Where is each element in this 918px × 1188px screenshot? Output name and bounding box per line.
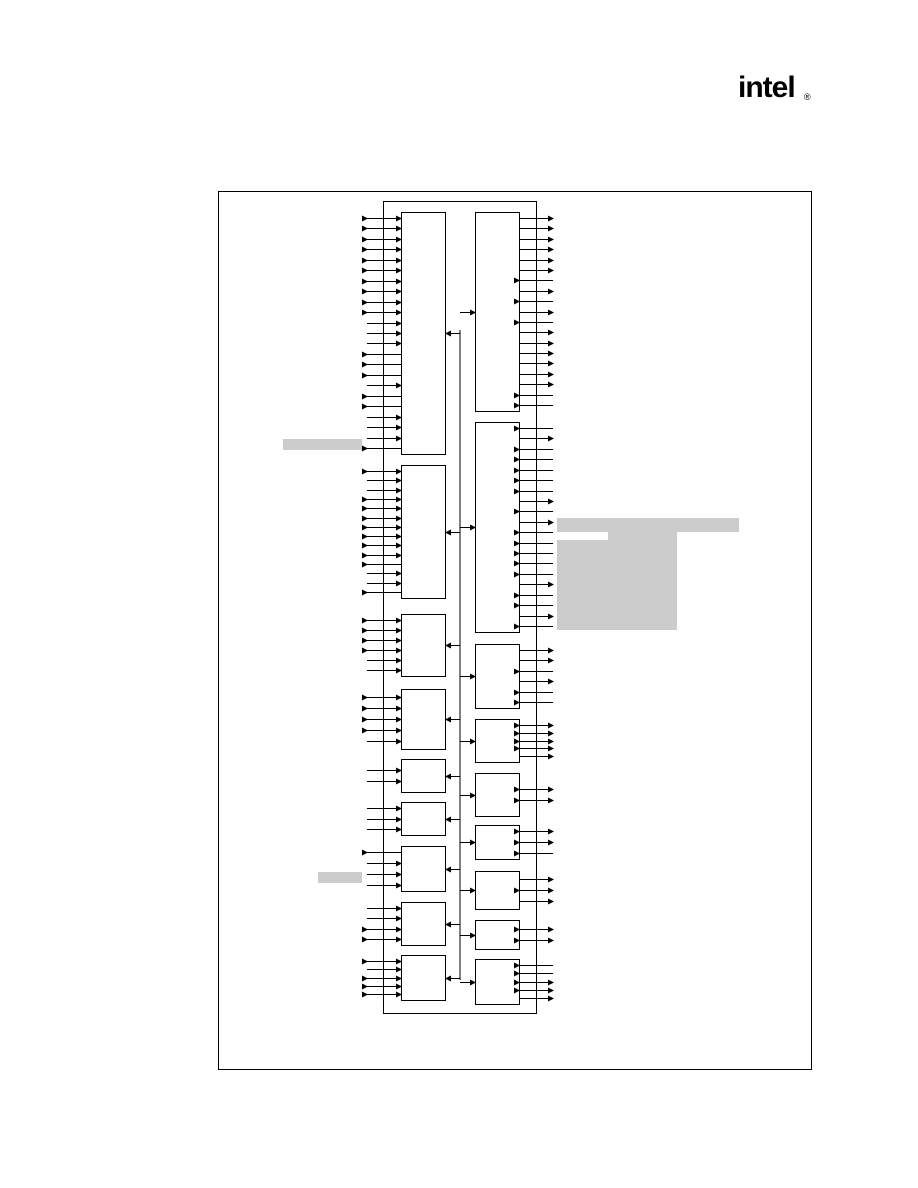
left-block-9 <box>401 955 446 1001</box>
right-block-9 <box>475 959 520 1005</box>
right-block-7 <box>475 871 520 910</box>
right-block-2 <box>475 422 520 633</box>
right-block-6 <box>475 825 520 860</box>
registered-mark: ® <box>804 92 811 102</box>
highlight-right-2 <box>608 532 677 540</box>
left-block-7 <box>401 846 446 892</box>
highlight-left-2 <box>318 872 362 883</box>
left-block-3 <box>401 614 446 677</box>
logo-wordmark: intel <box>738 71 796 104</box>
highlight-right-3 <box>557 540 677 630</box>
right-block-3 <box>475 644 520 709</box>
chip-outline <box>383 201 537 1014</box>
left-block-1 <box>401 212 446 455</box>
right-block-8 <box>475 920 520 950</box>
highlight-right-1 <box>557 518 739 532</box>
right-block-5 <box>475 773 520 817</box>
left-block-6 <box>401 802 446 836</box>
highlight-left-1 <box>283 439 362 450</box>
left-block-8 <box>401 902 446 946</box>
intel-logo: intel ® <box>738 70 818 116</box>
left-block-2 <box>401 465 446 599</box>
figure-frame <box>218 191 812 1070</box>
left-block-5 <box>401 759 446 793</box>
right-block-1 <box>475 212 520 412</box>
right-block-4 <box>475 719 520 763</box>
left-block-4 <box>401 689 446 750</box>
